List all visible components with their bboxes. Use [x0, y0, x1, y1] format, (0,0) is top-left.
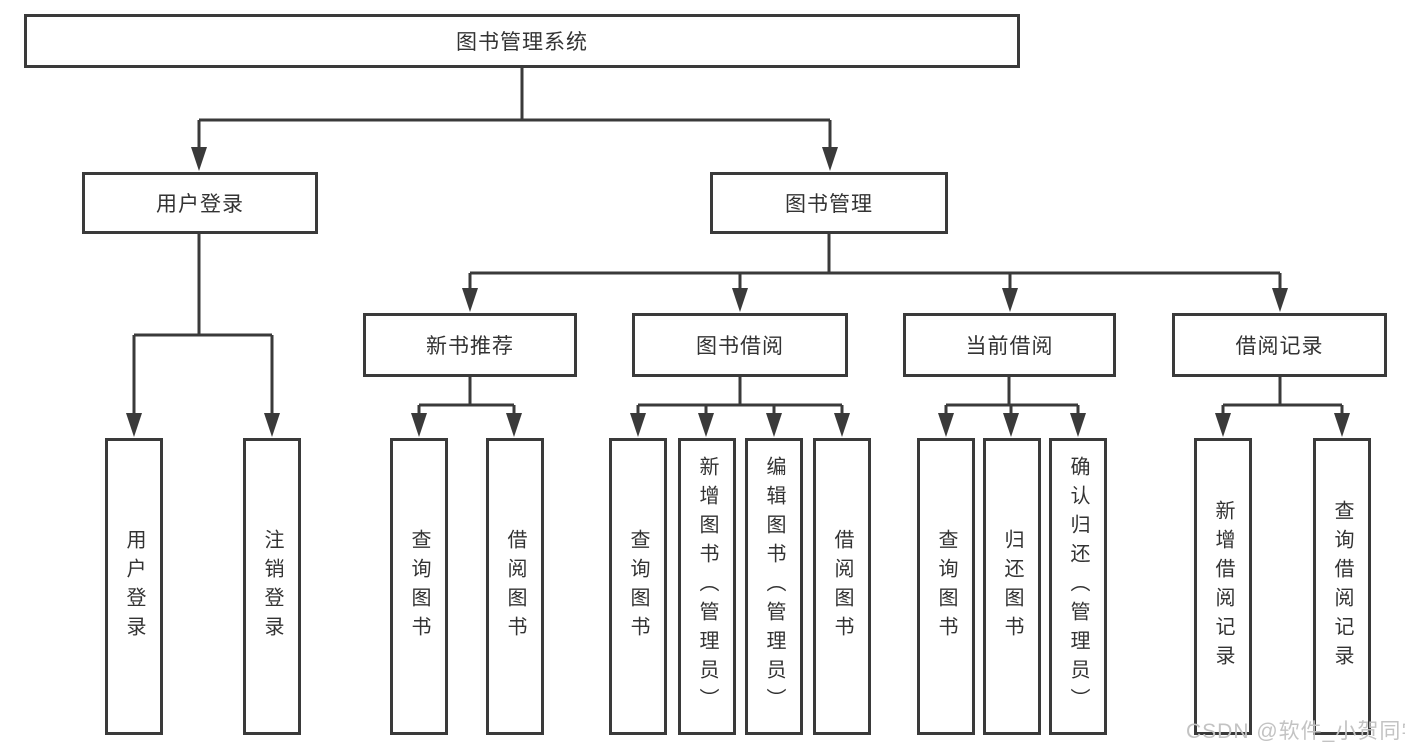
node-new-book-recommend-label: 新书推荐	[426, 335, 514, 358]
leaf-query-books-current: 查询图书	[917, 438, 975, 735]
leaf-query-books-recommend: 查询图书	[390, 438, 448, 735]
leaf-edit-books-admin-label: 编辑图书（管理员）	[763, 456, 785, 717]
connector-paths	[132, 68, 1344, 416]
leaf-confirm-return-admin-label: 确认归还（管理员）	[1067, 456, 1089, 717]
node-book-management-label: 图书管理	[785, 193, 873, 216]
watermark: CSDN @软件_小贺同学	[1186, 720, 1405, 743]
leaf-query-books-borrowing-label: 查询图书	[627, 528, 649, 645]
node-borrowing-records: 借阅记录	[1172, 313, 1387, 377]
leaf-user-login: 用户登录	[105, 438, 163, 735]
arrowheads	[126, 147, 1350, 437]
leaf-add-books-admin: 新增图书（管理员）	[678, 438, 736, 735]
leaf-query-books-recommend-label: 查询图书	[408, 528, 430, 645]
leaf-add-borrow-record: 新增借阅记录	[1194, 438, 1252, 735]
node-root-system: 图书管理系统	[24, 14, 1020, 68]
node-root-label: 图书管理系统	[456, 31, 588, 54]
leaf-query-borrow-record-label: 查询借阅记录	[1331, 499, 1353, 674]
leaf-return-books-label: 归还图书	[1001, 528, 1023, 645]
node-borrowing-records-label: 借阅记录	[1235, 335, 1324, 358]
node-new-book-recommend: 新书推荐	[363, 313, 577, 377]
node-book-management: 图书管理	[710, 172, 948, 234]
node-book-borrowing-label: 图书借阅	[696, 335, 784, 358]
leaf-query-books-borrowing: 查询图书	[609, 438, 667, 735]
leaf-logout: 注销登录	[243, 438, 301, 735]
leaf-borrow-books-borrowing: 借阅图书	[813, 438, 871, 735]
node-user-login-label: 用户登录	[156, 193, 244, 216]
leaf-borrow-books-recommend-label: 借阅图书	[504, 528, 526, 645]
node-current-borrowing-label: 当前借阅	[965, 335, 1054, 358]
leaf-logout-label: 注销登录	[261, 528, 283, 645]
leaf-borrow-books-borrowing-label: 借阅图书	[831, 528, 853, 645]
node-current-borrowing: 当前借阅	[903, 313, 1116, 377]
node-book-borrowing: 图书借阅	[632, 313, 848, 377]
leaf-add-borrow-record-label: 新增借阅记录	[1212, 499, 1234, 674]
leaf-return-books: 归还图书	[983, 438, 1041, 735]
leaf-user-login-label: 用户登录	[123, 528, 145, 645]
leaf-add-books-admin-label: 新增图书（管理员）	[696, 456, 718, 717]
leaf-edit-books-admin: 编辑图书（管理员）	[745, 438, 803, 735]
node-user-login: 用户登录	[82, 172, 318, 234]
leaf-borrow-books-recommend: 借阅图书	[486, 438, 544, 735]
leaf-query-borrow-record: 查询借阅记录	[1313, 438, 1371, 735]
leaf-query-books-current-label: 查询图书	[935, 528, 957, 645]
leaf-confirm-return-admin: 确认归还（管理员）	[1049, 438, 1107, 735]
